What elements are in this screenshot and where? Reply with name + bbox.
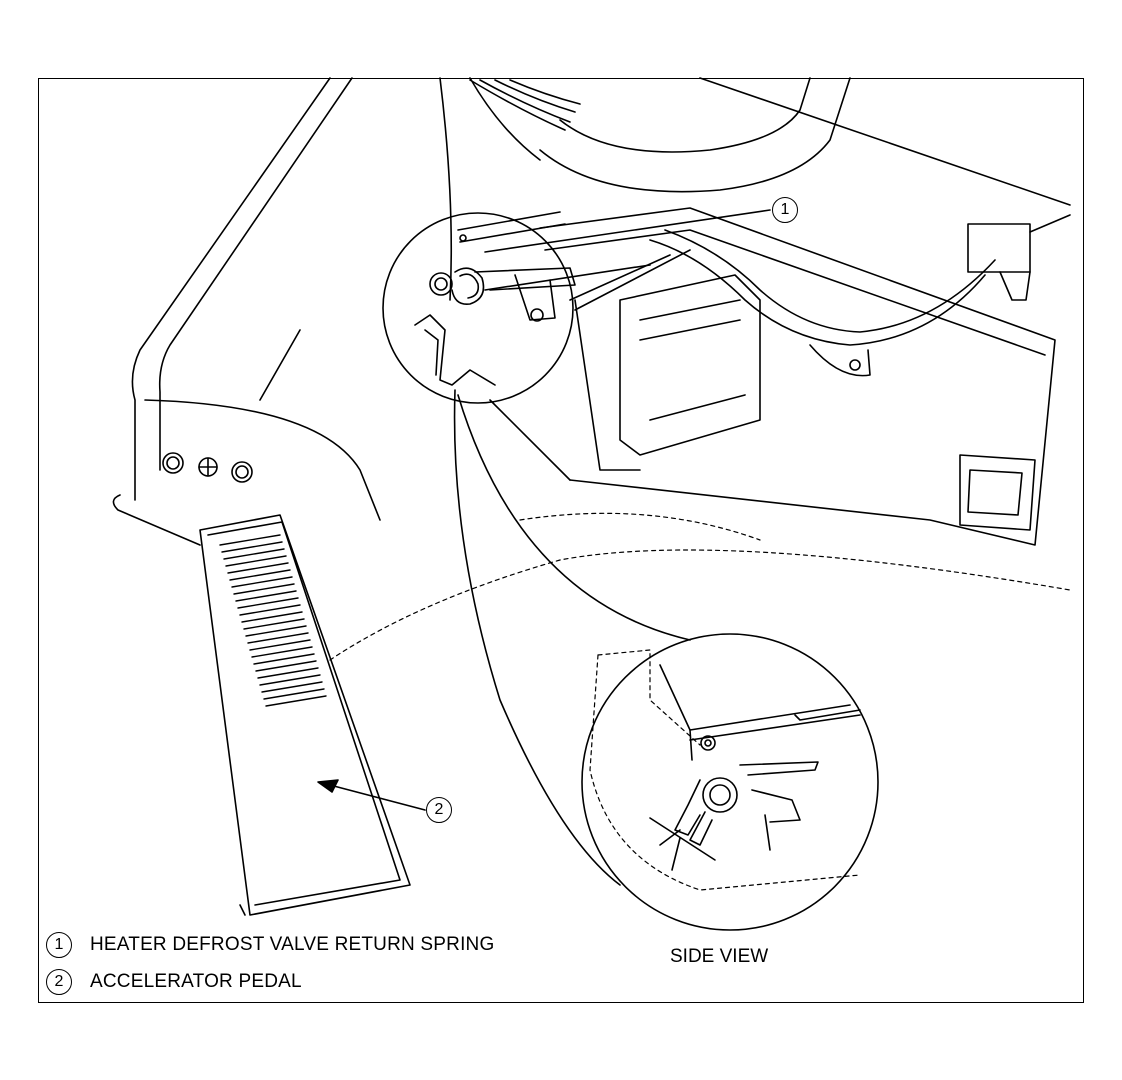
leader-line-1 — [484, 209, 771, 253]
detail-circle — [382, 211, 576, 404]
side-view-label: SIDE VIEW — [670, 946, 769, 967]
accelerator-pedal — [199, 514, 411, 916]
heater-plenum — [489, 207, 1056, 546]
side-view-lens — [453, 389, 879, 931]
callout-1: 1 — [772, 197, 798, 223]
pedal-tread — [219, 534, 327, 707]
figure-frame — [38, 78, 1084, 1003]
legend-label: HEATER DEFROST VALVE RETURN SPRING — [90, 934, 495, 955]
legend-item-1: 1 HEATER DEFROST VALVE RETURN SPRING — [46, 931, 494, 959]
wire-harness — [469, 77, 1071, 346]
kick-panel-outline — [112, 77, 541, 546]
floor-contour — [329, 512, 1071, 661]
side-view-detail — [589, 649, 861, 891]
legend-label: ACCELERATOR PEDAL — [90, 971, 302, 992]
legend-number: 2 — [46, 969, 72, 995]
pedal-bracket — [162, 452, 253, 483]
return-spring-lines — [484, 249, 691, 311]
callout-2: 2 — [426, 797, 452, 823]
legend-number: 1 — [46, 932, 72, 958]
leader-line-2 — [317, 779, 426, 811]
legend-item-2: 2 ACCELERATOR PEDAL — [46, 968, 302, 996]
electrical-connector — [967, 214, 1071, 301]
